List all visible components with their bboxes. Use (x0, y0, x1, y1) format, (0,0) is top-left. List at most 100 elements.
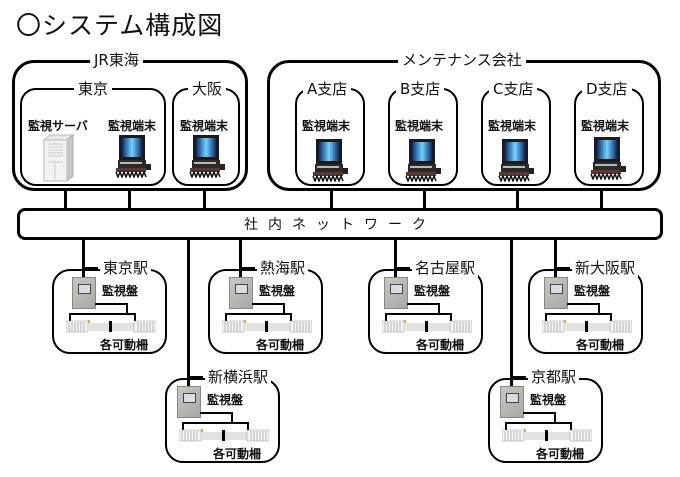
link-line (134, 313, 136, 321)
tokyo-office-label: 東京 (74, 80, 113, 98)
station-name: 新横浜駅 (205, 368, 272, 386)
monitoring-panel-icon (229, 277, 253, 309)
link-line (407, 303, 439, 305)
link-line (225, 313, 227, 321)
station-name: 東京駅 (100, 259, 152, 277)
link-line (182, 422, 248, 424)
link-line (523, 412, 555, 414)
link-line (610, 313, 612, 321)
internal-network-bar: 社内ネットワーク (17, 208, 663, 240)
panel-label: 監視盤 (259, 284, 296, 298)
link-line (516, 189, 519, 209)
link-line (187, 239, 190, 379)
link-line (239, 239, 242, 279)
osaka-terminal-label: 監視端末 (180, 119, 229, 133)
server-label: 監視サーバ (28, 119, 88, 133)
link-line (567, 303, 599, 305)
station-name: 新大阪駅 (572, 259, 639, 277)
link-line (82, 267, 98, 270)
link-line (231, 412, 233, 423)
terminal-icon (311, 138, 349, 182)
link-line (385, 313, 451, 315)
monitoring-panel-icon (500, 386, 524, 418)
link-line (570, 422, 572, 430)
link-line (128, 189, 131, 209)
panel-label: 監視盤 (102, 284, 139, 298)
monitoring-panel-icon (384, 277, 408, 309)
branch-b-terminal-label: 監視端末 (395, 119, 444, 133)
link-line (450, 313, 452, 321)
link-line (187, 376, 203, 379)
link-line (203, 189, 206, 209)
link-line (182, 422, 184, 430)
link-line (545, 313, 547, 321)
gates-label: 各可動柵 (416, 338, 465, 352)
link-line (545, 313, 611, 315)
link-line (225, 313, 291, 315)
terminal-icon (589, 136, 627, 180)
branch-d-terminal-label: 監視端末 (581, 119, 630, 133)
page-title: 〇システム構成図 (16, 11, 224, 40)
link-line (290, 313, 292, 321)
link-line (187, 374, 190, 386)
link-line (82, 239, 85, 279)
terminal-icon (497, 138, 535, 182)
link-line (554, 265, 557, 277)
panel-label: 監視盤 (530, 393, 567, 407)
link-line (423, 189, 426, 209)
platform-gate-icon (542, 319, 632, 333)
platform-gate-icon (222, 319, 312, 333)
link-line (385, 313, 387, 321)
server-icon (40, 134, 74, 182)
panel-label: 監視盤 (414, 284, 451, 298)
link-line (69, 313, 135, 315)
branch-d-label: D支店 (582, 80, 632, 98)
link-line (505, 422, 571, 424)
gates-label: 各可動柵 (256, 338, 305, 352)
monitoring-panel-icon (177, 386, 201, 418)
panel-label: 監視盤 (574, 284, 611, 298)
link-line (510, 374, 513, 386)
tokyo-terminal-label: 監視端末 (108, 119, 157, 133)
station-name: 京都駅 (528, 368, 580, 386)
link-line (598, 303, 600, 314)
link-line (252, 303, 284, 305)
link-line (394, 267, 410, 270)
branch-b-label: B支店 (396, 80, 445, 98)
osaka-office-label: 大阪 (188, 80, 227, 98)
link-line (600, 189, 603, 209)
platform-gate-icon (179, 428, 269, 442)
link-line (126, 303, 128, 314)
link-line (239, 267, 255, 270)
terminal-icon (188, 134, 226, 178)
jr-group-label: JR東海 (90, 51, 143, 69)
branch-a-label: A支店 (303, 80, 352, 98)
gates-label: 各可動柵 (576, 338, 625, 352)
link-line (69, 313, 71, 321)
gates-label: 各可動柵 (213, 447, 262, 461)
branch-c-terminal-label: 監視端末 (488, 119, 537, 133)
link-line (64, 189, 67, 209)
link-line (95, 303, 127, 305)
platform-gate-icon (502, 428, 592, 442)
terminal-icon (114, 134, 152, 178)
platform-gate-icon (66, 319, 156, 333)
link-line (394, 239, 397, 279)
link-line (239, 265, 242, 277)
monitoring-panel-icon (544, 277, 568, 309)
station-name: 熱海駅 (257, 259, 309, 277)
link-line (394, 265, 397, 277)
link-line (283, 303, 285, 314)
link-line (200, 412, 232, 414)
link-line (247, 422, 249, 430)
branch-a-terminal-label: 監視端末 (302, 119, 351, 133)
station-name: 名古屋駅 (412, 259, 479, 277)
terminal-icon (404, 138, 442, 182)
gates-label: 各可動柵 (536, 447, 585, 461)
link-line (82, 265, 85, 277)
platform-gate-icon (382, 319, 472, 333)
link-line (505, 422, 507, 430)
link-line (554, 412, 556, 423)
link-line (554, 239, 557, 279)
panel-label: 監視盤 (207, 393, 244, 407)
